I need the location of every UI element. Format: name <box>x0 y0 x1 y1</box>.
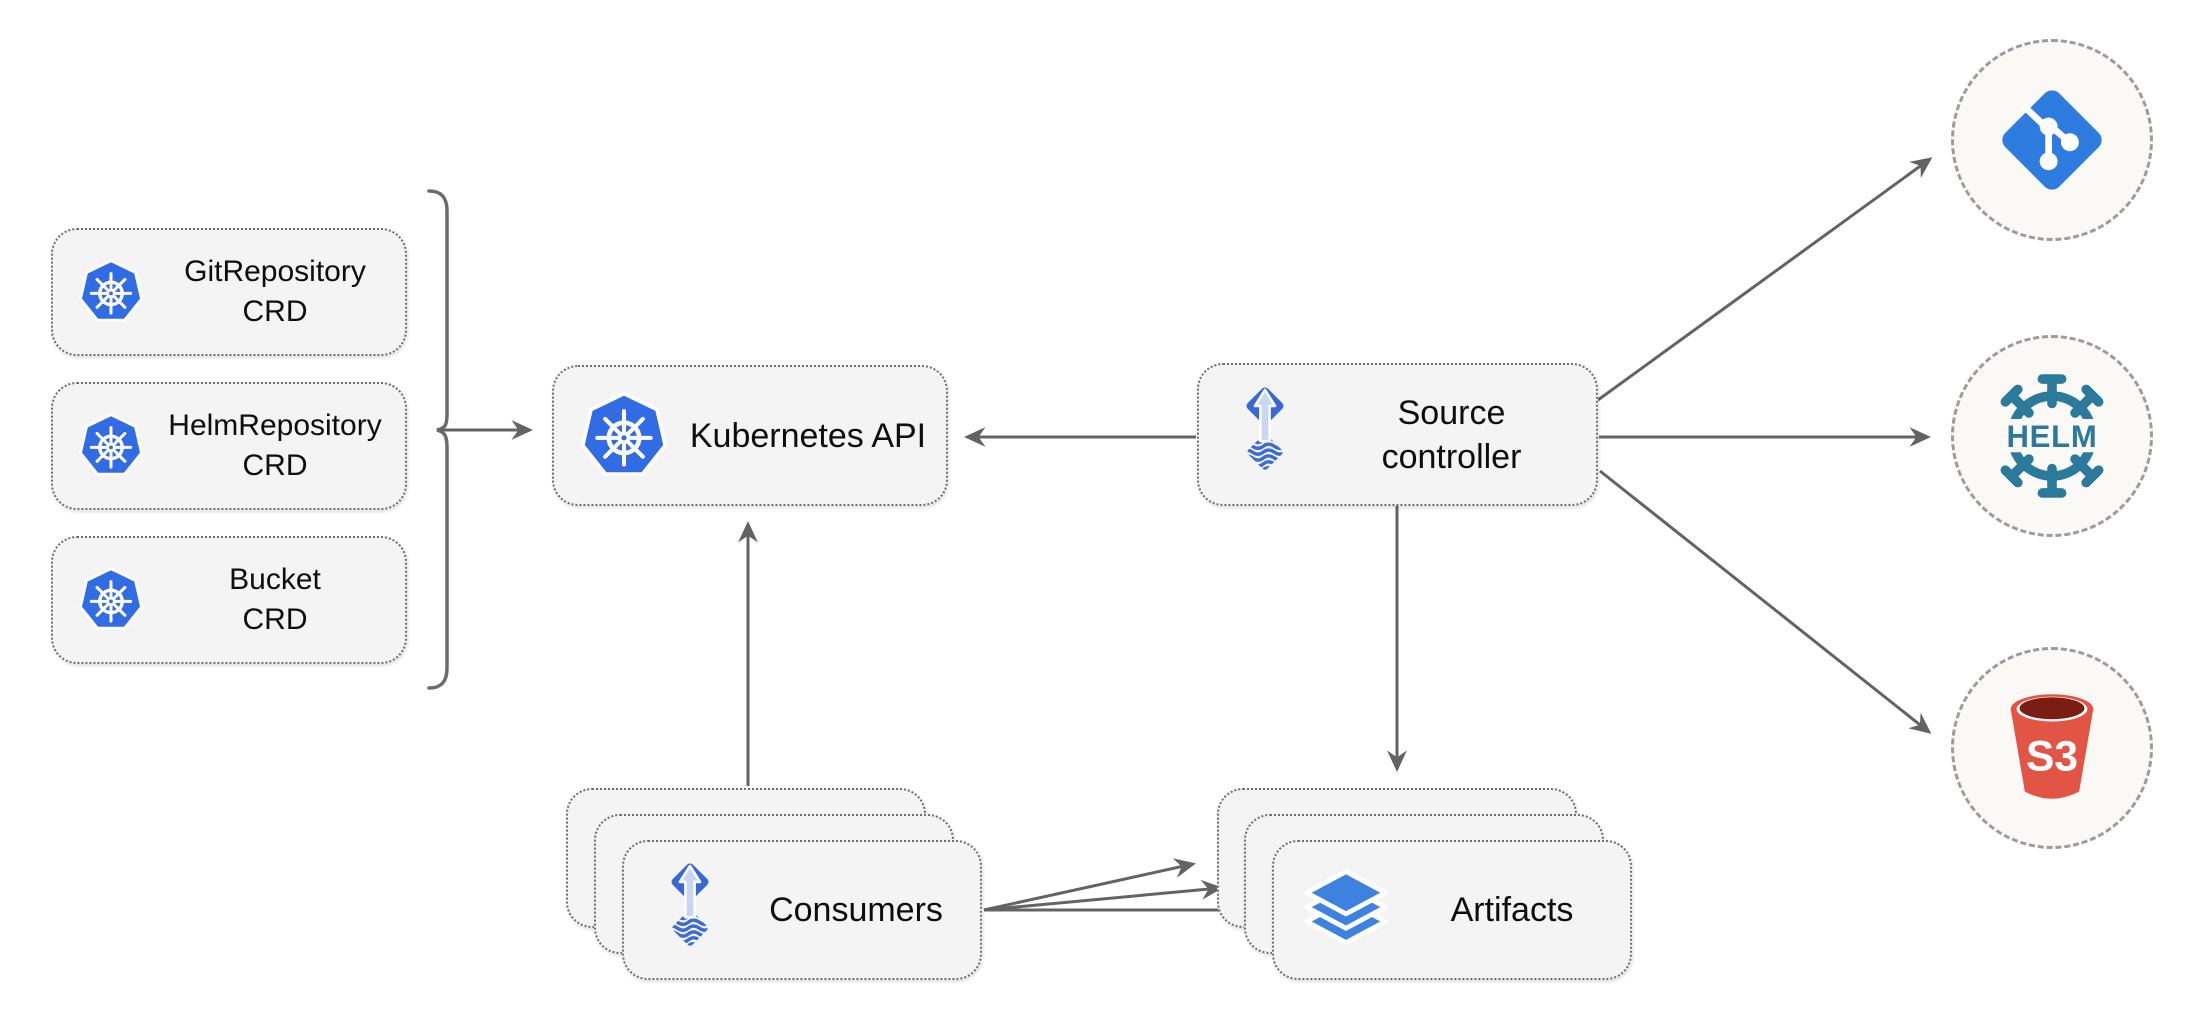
node-label: Kubernetes API <box>689 416 927 455</box>
layers-icon <box>1298 862 1394 958</box>
flux-icon <box>1223 384 1307 485</box>
s3-source-node: S3 <box>1951 647 2153 849</box>
arrow-source-to-s3 <box>1599 469 1932 734</box>
arrow-consumers-to-artifacts-middle <box>983 879 1224 912</box>
crd-bracket <box>427 189 449 690</box>
git-source-node <box>1951 39 2153 241</box>
arrow-consumers-to-artifacts-back <box>983 858 1196 912</box>
s3-logo-text: S3 <box>2026 733 2078 780</box>
git-icon <box>1996 84 2108 196</box>
kubernetes-icon <box>77 258 145 326</box>
kubernetes-api-node: Kubernetes API <box>552 365 948 506</box>
arrow-source-to-git <box>1597 157 1933 402</box>
node-label: Artifacts <box>1450 891 1574 929</box>
helm-source-node: HELM <box>1951 335 2153 537</box>
kubernetes-icon <box>77 566 145 634</box>
s3-icon: S3 <box>1993 683 2111 813</box>
consumers-node: Consumers <box>622 840 982 980</box>
artifacts-node: Artifacts <box>1272 840 1632 980</box>
flux-icon <box>648 860 732 961</box>
helm-logo-text: HELM <box>2006 419 2097 454</box>
helm-icon: HELM <box>1978 362 2126 510</box>
node-label: Consumers <box>769 891 943 929</box>
kubernetes-icon <box>578 390 670 482</box>
kubernetes-icon <box>77 412 145 480</box>
